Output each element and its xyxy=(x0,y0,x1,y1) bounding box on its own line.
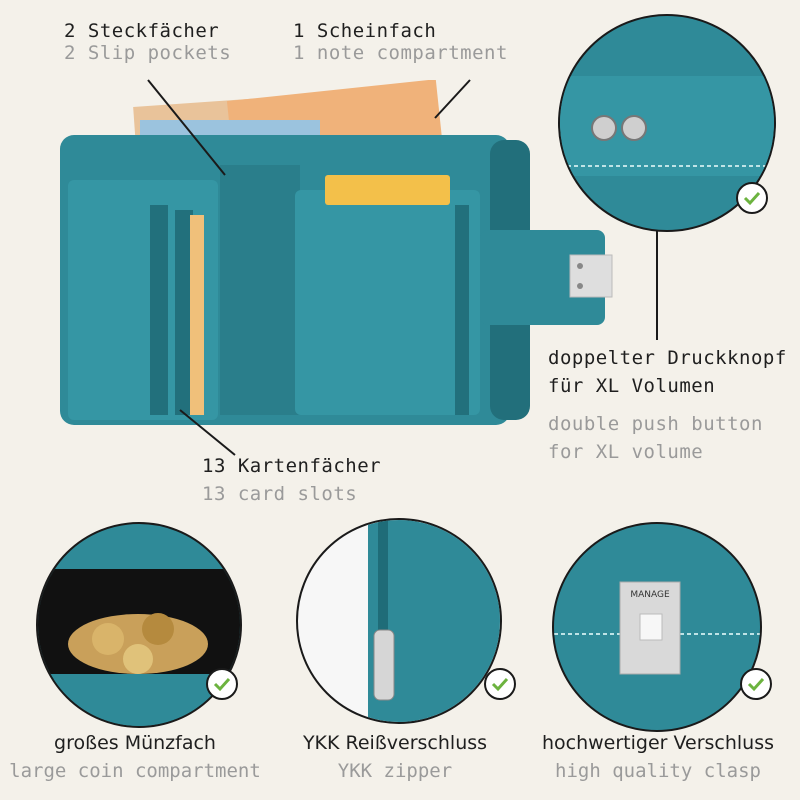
wallet-strap xyxy=(480,230,605,325)
callout-note-compartment: 1 Scheinfach 1 note compartment xyxy=(293,20,508,64)
note-compartment-en: 1 note compartment xyxy=(293,42,508,64)
right-card-holder xyxy=(295,190,480,415)
feature-zipper: YKK Reißverschluss YKK zipper xyxy=(280,732,510,782)
press-stud-icon xyxy=(591,115,617,141)
gold-card xyxy=(325,175,450,205)
callout-slip-pockets: 2 Steckfächer 2 Slip pockets xyxy=(64,20,231,64)
card-slot xyxy=(175,210,193,415)
card-slots-en: 13 card slots xyxy=(202,483,358,505)
callout-card-slots: 13 Kartenfächer 13 card slots xyxy=(202,452,381,508)
feature-clasp-en: high quality clasp xyxy=(555,760,761,782)
wallet-main-image xyxy=(60,80,613,425)
coin-compartment-image xyxy=(36,522,242,728)
push-button-detail-image xyxy=(558,14,776,232)
clasp-metal xyxy=(569,254,613,298)
feature-zipper-de: YKK Reißverschluss xyxy=(302,732,488,754)
check-icon xyxy=(740,668,772,700)
feature-coin-de: großes Münzfach xyxy=(54,732,216,754)
check-icon xyxy=(484,668,516,700)
slip-pockets-de: 2 Steckfächer xyxy=(64,20,220,42)
check-icon xyxy=(736,182,768,214)
zipper-detail-image xyxy=(296,518,502,724)
card-edge xyxy=(190,215,204,415)
card-slot xyxy=(455,205,469,415)
note-compartment-de: 1 Scheinfach xyxy=(293,20,437,42)
card-slots-de: 13 Kartenfächer xyxy=(202,455,382,477)
callout-push-button: doppelter Druckknopf für XL Volumen doub… xyxy=(548,344,787,466)
push-button-en-1: double push button xyxy=(548,413,763,435)
feature-clasp: hochwertiger Verschluss high quality cla… xyxy=(518,732,798,782)
brand-logo-text: MANAGE xyxy=(630,590,670,600)
feature-coin-en: large coin compartment xyxy=(9,760,261,782)
middle-panel xyxy=(220,165,300,415)
push-button-en-2: for XL volume xyxy=(548,441,704,463)
feature-coin: großes Münzfach large coin compartment xyxy=(0,732,270,782)
feature-zipper-en: YKK zipper xyxy=(337,760,453,782)
press-stud-icon xyxy=(621,115,647,141)
push-button-de-1: doppelter Druckknopf xyxy=(548,347,787,369)
slip-pockets-en: 2 Slip pockets xyxy=(64,42,232,64)
clasp-detail-image: MANAGE xyxy=(552,522,762,732)
card-slot xyxy=(150,205,168,415)
push-button-de-2: für XL Volumen xyxy=(548,375,716,397)
check-icon xyxy=(206,668,238,700)
feature-clasp-de: hochwertiger Verschluss xyxy=(541,732,775,754)
